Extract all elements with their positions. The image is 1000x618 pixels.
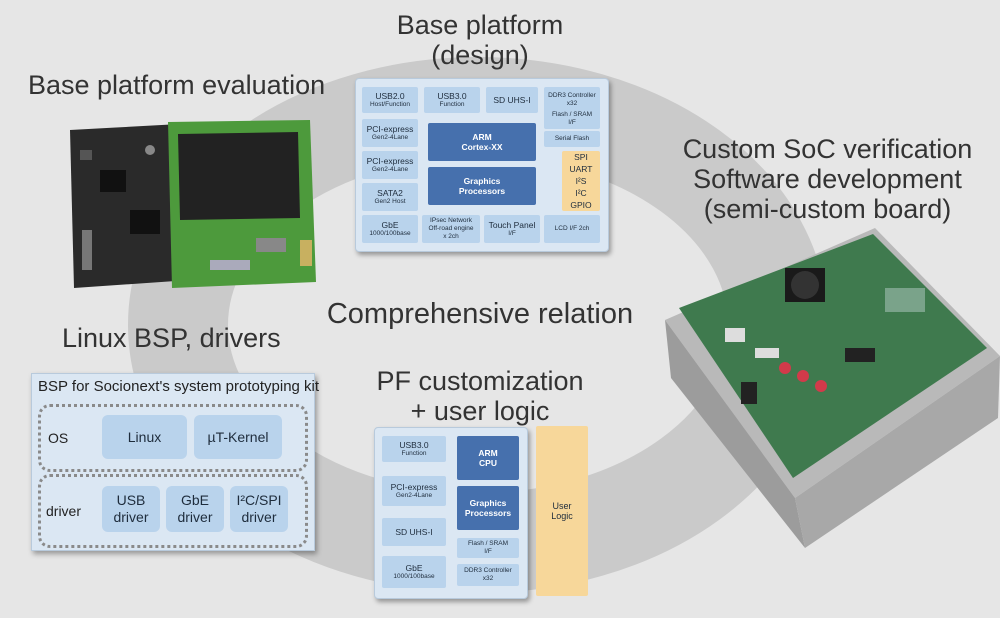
- heading-linux-bsp: Linux BSP, drivers: [62, 323, 281, 353]
- heading-base-platform-design: Base platform (design): [396, 10, 564, 70]
- block-serial-flash: Serial Flash: [544, 131, 600, 147]
- heading-custom-soc-verification: Custom SoC verification Software develop…: [682, 134, 973, 224]
- os-group: [38, 404, 308, 472]
- block-sd-custom: SD UHS-I: [382, 518, 446, 546]
- heading-base-platform-evaluation: Base platform evaluation: [28, 70, 326, 100]
- heading-pf-customization: PF customization + user logic: [376, 366, 584, 426]
- block-peripheral-io: SPI UART I²S I²C GPIO: [562, 151, 600, 211]
- block-sd: SD UHS-I: [486, 87, 538, 113]
- driver-label: driver: [46, 503, 82, 519]
- io-gpio: GPIO: [570, 200, 592, 210]
- bsp-title: BSP for Socionext's system prototyping k…: [38, 378, 320, 395]
- center-label: Comprehensive relation: [326, 298, 634, 330]
- evaluation-board-image: [70, 120, 316, 288]
- os-tkernel: µT-Kernel: [194, 415, 282, 459]
- semi-custom-board-image: [665, 228, 1000, 548]
- os-label: OS: [48, 430, 69, 446]
- io-spi: SPI: [574, 152, 588, 162]
- driver-group: [38, 474, 308, 548]
- bsp-stack: BSP for Socionext's system prototyping k…: [31, 373, 319, 551]
- io-i2c: I²C: [575, 188, 587, 198]
- os-linux: Linux: [102, 415, 187, 459]
- io-i2s: I²S: [575, 176, 587, 186]
- io-uart: UART: [569, 164, 593, 174]
- block-lcd: LCD I/F 2ch: [544, 215, 600, 243]
